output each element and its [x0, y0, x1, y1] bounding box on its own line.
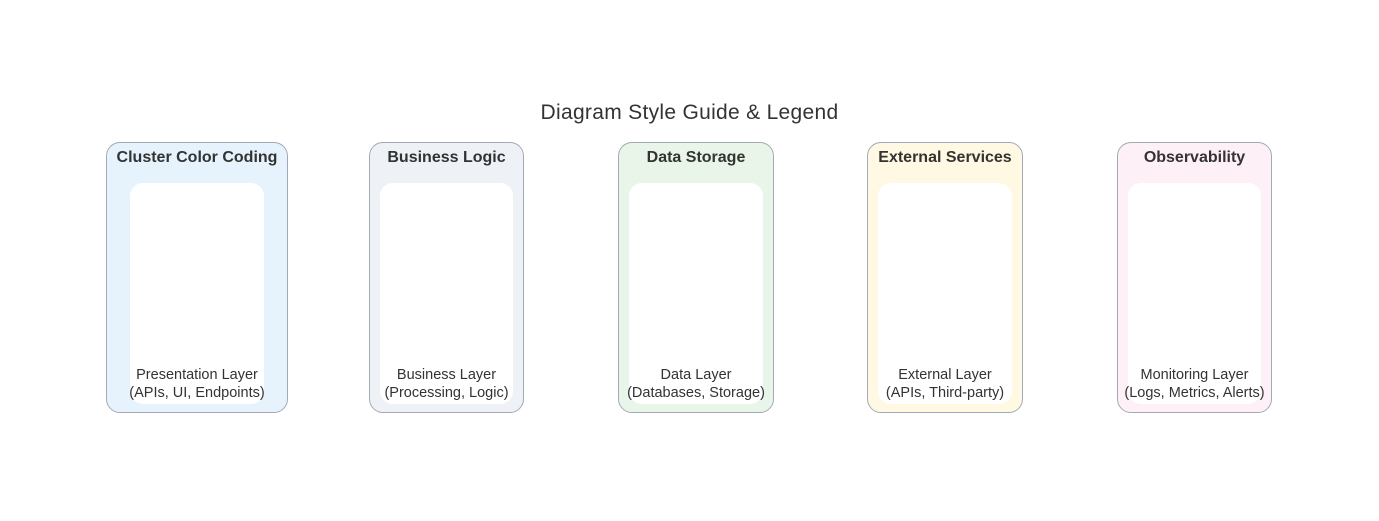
cluster-label-line1: Data Layer: [660, 367, 732, 383]
cluster-business: Business Logic Business Layer (Processin…: [369, 142, 524, 413]
cluster-title: Cluster Color Coding: [116, 149, 278, 166]
cluster-node-area: [1128, 183, 1261, 404]
cluster-label-line2: (Logs, Metrics, Alerts): [1124, 385, 1265, 401]
cluster-label: External Layer (APIs, Third-party): [864, 366, 1026, 402]
cluster-title: External Services: [878, 149, 1012, 166]
cluster-label: Presentation Layer (APIs, UI, Endpoints): [103, 366, 291, 402]
cluster-data: Data Storage Data Layer (Databases, Stor…: [618, 142, 774, 413]
cluster-label: Data Layer (Databases, Storage): [615, 366, 777, 402]
cluster-label: Business Layer (Processing, Logic): [366, 366, 527, 402]
cluster-node-area: [878, 183, 1012, 404]
cluster-label-line2: (Databases, Storage): [627, 385, 765, 401]
cluster-label-line2: (Processing, Logic): [384, 385, 509, 401]
cluster-node-area: [380, 183, 513, 404]
cluster-label-line1: External Layer: [898, 367, 992, 383]
cluster-label-line1: Monitoring Layer: [1140, 367, 1249, 383]
cluster-label: Monitoring Layer (Logs, Metrics, Alerts): [1114, 366, 1275, 402]
cluster-label-line1: Business Layer: [396, 367, 497, 383]
cluster-title: Data Storage: [646, 149, 746, 166]
cluster-title: Observability: [1143, 149, 1246, 166]
cluster-label-line2: (APIs, Third-party): [885, 385, 1005, 401]
cluster-label-line1: Presentation Layer: [136, 367, 258, 383]
cluster-observability: Observability Monitoring Layer (Logs, Me…: [1117, 142, 1272, 413]
cluster-title: Business Logic: [387, 149, 506, 166]
diagram-title: Diagram Style Guide & Legend: [540, 101, 839, 124]
cluster-node-area: [629, 183, 763, 404]
cluster-presentation: Cluster Color Coding Presentation Layer …: [106, 142, 288, 413]
cluster-label-line2: (APIs, UI, Endpoints): [129, 385, 265, 401]
cluster-external: External Services External Layer (APIs, …: [867, 142, 1023, 413]
cluster-node-area: [130, 183, 264, 404]
